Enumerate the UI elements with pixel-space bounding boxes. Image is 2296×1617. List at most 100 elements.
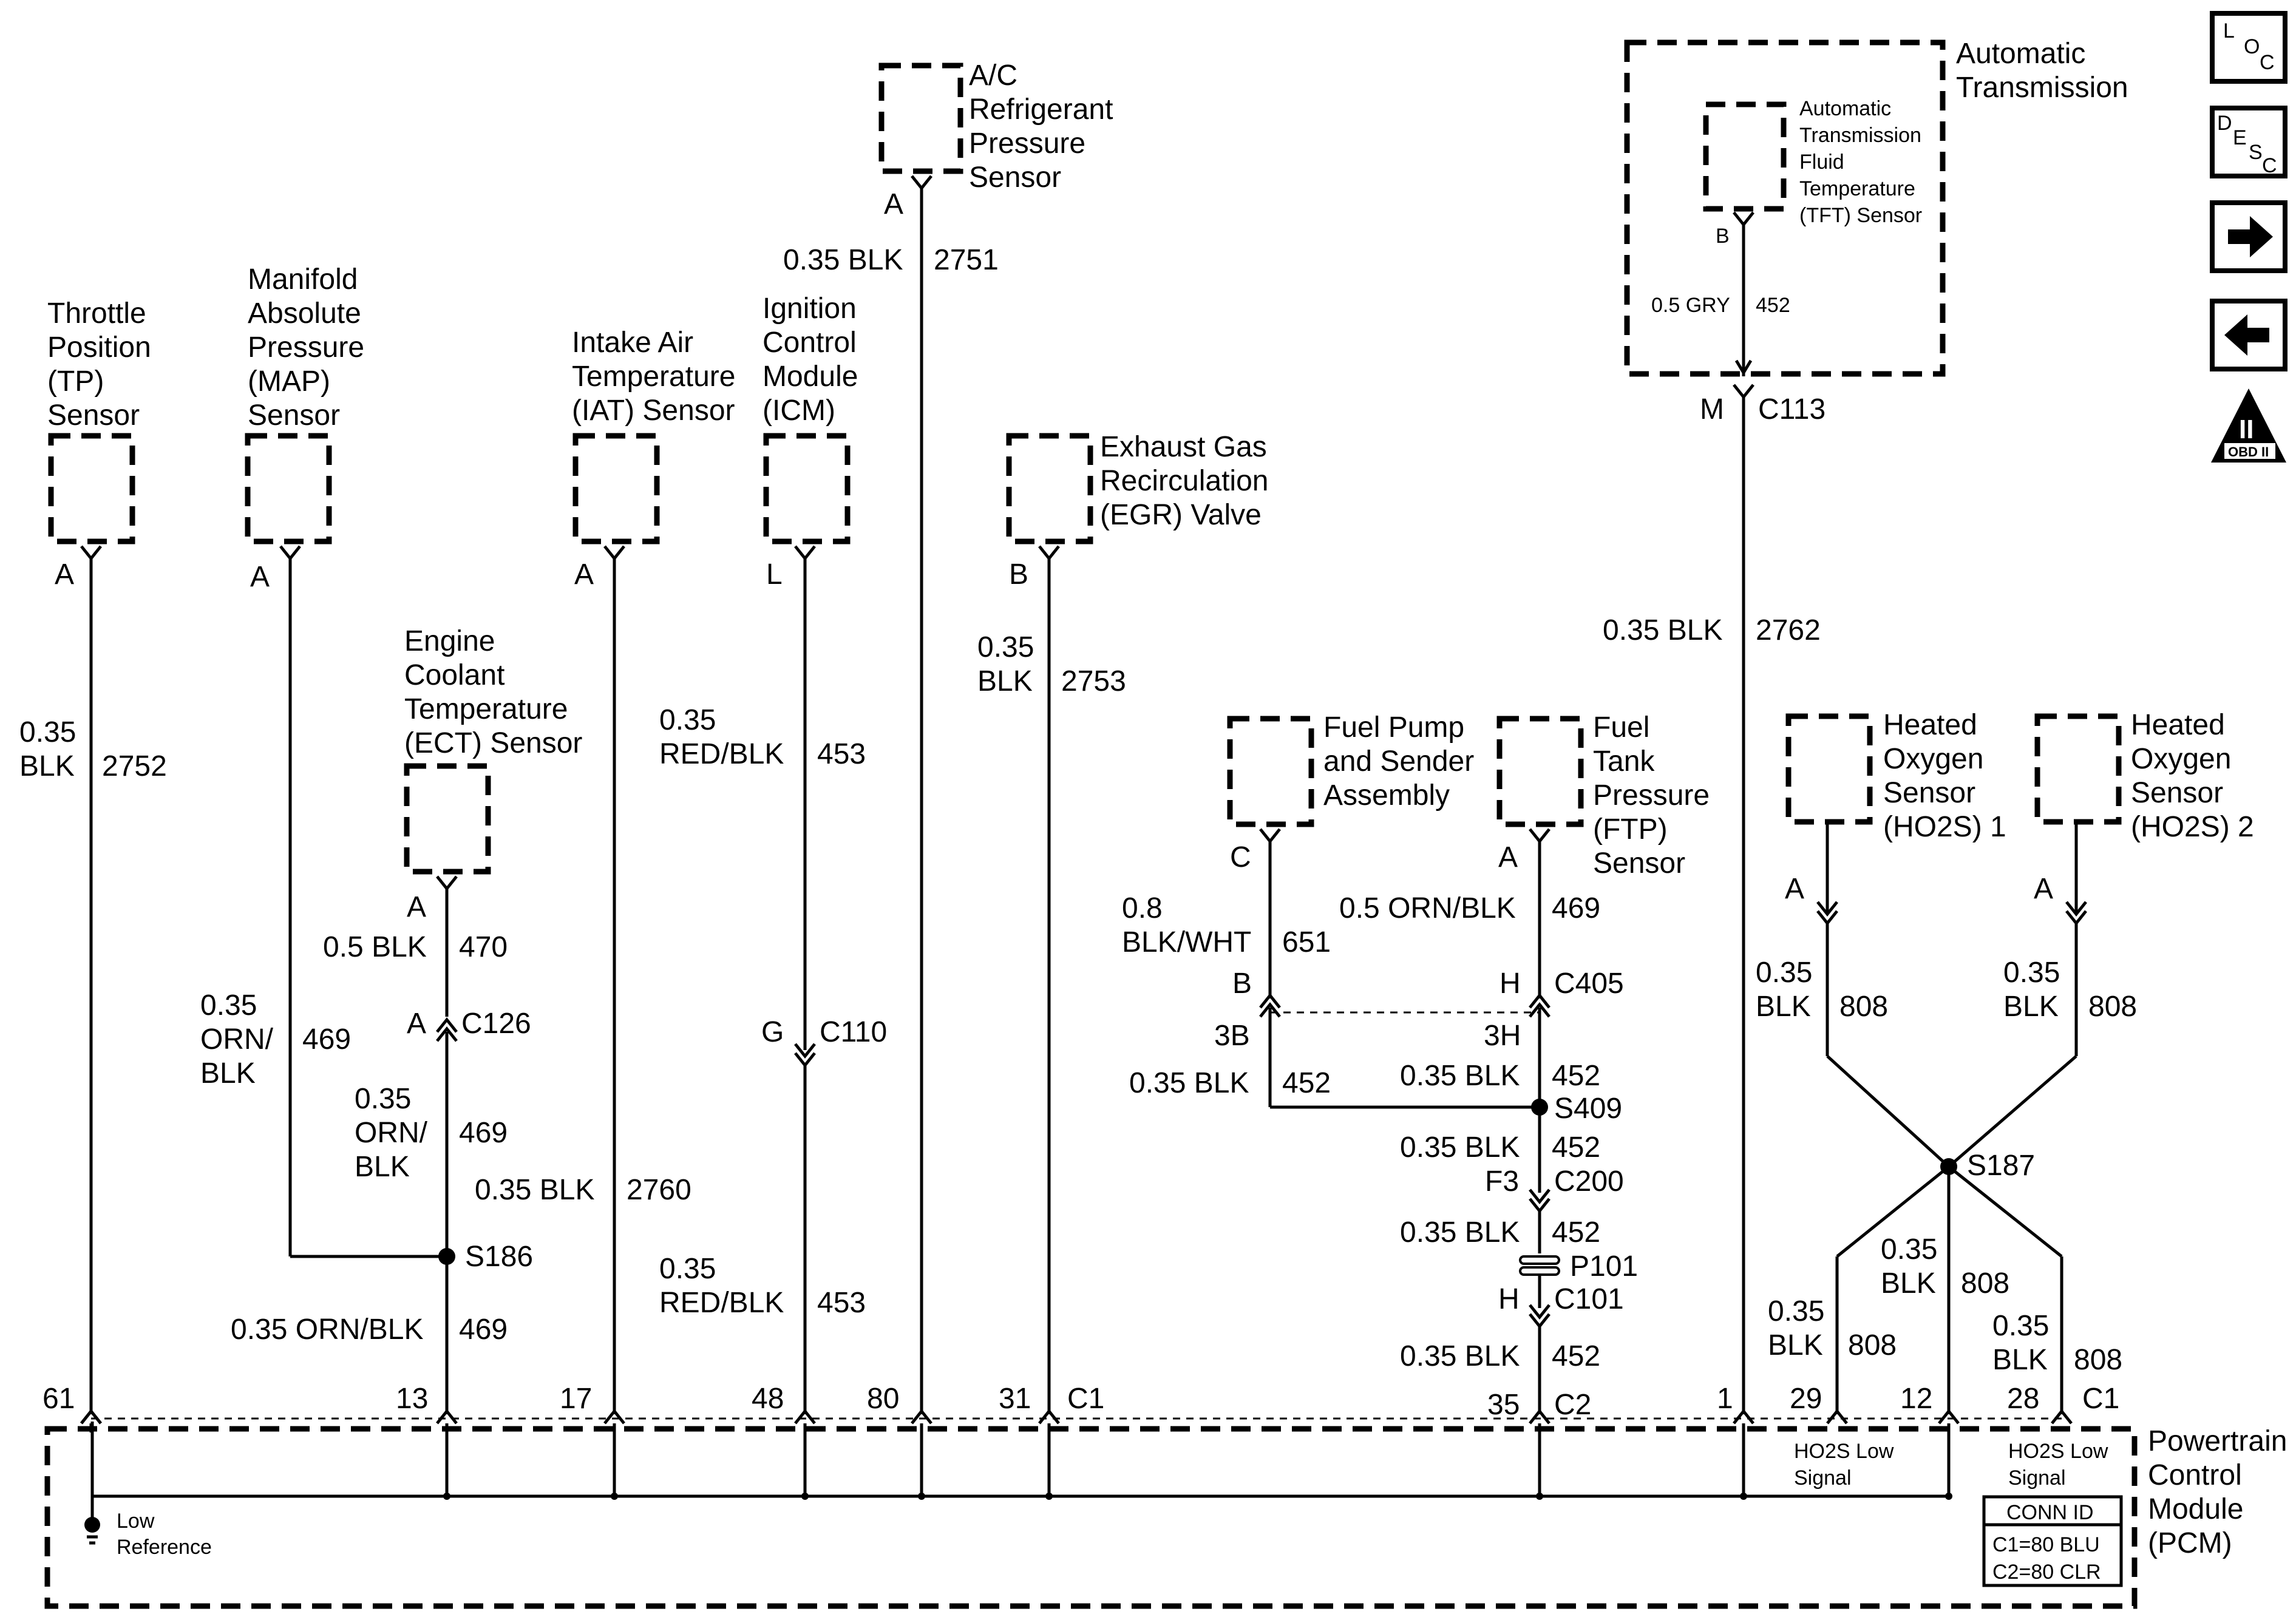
ect-wire-upper: 0.5 BLK (323, 931, 427, 963)
pcm-pin-48: 48 (752, 1383, 784, 1415)
ho2s2-box (2034, 713, 2122, 825)
ho2s1-wire-color: BLK (1756, 991, 1811, 1023)
svg-text:C: C (2262, 154, 2277, 177)
conn-id-c1: C1=80 BLU (1992, 1533, 2100, 1556)
fuel-pump-lower-wire: 0.35 BLK (1129, 1067, 1249, 1099)
map-sensor-pin: A (250, 561, 270, 593)
low-reference-label-1: Low (117, 1510, 155, 1533)
c405-3b-pin: 3B (1214, 1020, 1250, 1052)
next-arrow-icon[interactable] (2210, 200, 2288, 273)
location-icon[interactable]: L O C (2210, 11, 2288, 84)
tp-wire-size: 0.35 (19, 716, 76, 748)
ac-sensor-label-1: A/C (969, 59, 1017, 92)
ftp-wire: 0.5 ORN/BLK (1339, 892, 1516, 924)
pcm29-wire-circuit: 808 (1848, 1329, 1897, 1361)
fuel-pump-wire-color: BLK/WHT (1122, 926, 1251, 958)
pcm28-wire-size: 0.35 (1992, 1310, 2049, 1342)
iat-sensor-circuit: Intake Air Temperature (IAT) Sensor A 0.… (475, 327, 735, 1500)
ho2s2-label-4: (HO2S) 2 (2131, 811, 2254, 843)
splice-s409-dot (1531, 1099, 1548, 1116)
egr-wire-color: BLK (977, 665, 1033, 697)
c405-h-pin: H (1500, 968, 1521, 1000)
tp-sensor-label-2: Position (47, 331, 151, 364)
ho2s1-label-4: (HO2S) 1 (1883, 811, 2006, 843)
map-sensor-label-2: Absolute (248, 297, 361, 330)
tft-wire: 0.5 GRY (1651, 294, 1730, 317)
pcm12-wire-color: BLK (1881, 1267, 1936, 1300)
ac-sensor-label-4: Sensor (969, 161, 1061, 194)
conn-id-table: CONN ID C1=80 BLU C2=80 CLR (1982, 1495, 2123, 1587)
ect-mid-wire-color-2: BLK (355, 1151, 410, 1183)
ho2s2-label-1: Heated (2131, 709, 2225, 741)
ftp-wire-circuit: 469 (1552, 892, 1600, 924)
tft-sensor-box (1703, 101, 1787, 212)
connector-c1-label: C1 (1067, 1383, 1104, 1415)
ho2s2-circuit: Heated Oxygen Sensor (HO2S) 2 A 0.35 BLK… (1948, 709, 2254, 1168)
conn-id-title: CONN ID (2006, 1501, 2094, 1524)
svg-text:E: E (2233, 126, 2247, 149)
tft-sensor-label-5: (TFT) Sensor (1799, 204, 1922, 227)
iat-sensor-label-2: Temperature (572, 361, 735, 393)
fuel-pump-label-1: Fuel Pump (1323, 711, 1464, 744)
fuel-pump-wire-size: 0.8 (1122, 892, 1163, 924)
egr-valve-label-2: Recirculation (1100, 465, 1268, 497)
map-sensor-label-1: Manifold (248, 263, 358, 296)
c200-pin: F3 (1485, 1165, 1519, 1198)
fuel-pump-circuit: Fuel Pump and Sender Assembly C 0.8 BLK/… (1122, 711, 1540, 1109)
ect-mid-wire-color-1: ORN/ (355, 1117, 428, 1149)
previous-arrow-icon[interactable] (2210, 299, 2288, 371)
map-sensor-label-5: Sensor (248, 399, 340, 432)
c405-3h-pin: 3H (1484, 1020, 1521, 1052)
pcm-label-3: Module (2148, 1493, 2243, 1525)
ac-sensor-box (878, 63, 963, 174)
icm-pin: L (766, 558, 783, 591)
map-sensor-box (245, 433, 332, 544)
iat-sensor-label-1: Intake Air (572, 327, 693, 359)
c101-lower-wire-circuit: 452 (1552, 1340, 1600, 1372)
nav-icons: L O C D E S C II OBD II (2210, 11, 2288, 463)
description-icon[interactable]: D E S C (2210, 106, 2288, 178)
c113-pin: M (1700, 393, 1724, 425)
pcm-label-4: (PCM) (2148, 1527, 2232, 1559)
ftp-sensor-label-2: Tank (1593, 745, 1655, 778)
tp-wire-color: BLK (19, 750, 75, 782)
ac-wire: 0.35 BLK (783, 244, 903, 276)
pcm-pin-29: 29 (1790, 1383, 1822, 1415)
obd-ii-icon[interactable]: II OBD II (2211, 388, 2286, 463)
tft-sensor-label-4: Temperature (1799, 177, 1915, 200)
egr-valve-pin: B (1009, 558, 1028, 591)
fuel-pump-wire-circuit: 651 (1282, 926, 1331, 958)
pcm-pin-13: 13 (396, 1383, 428, 1415)
ect-sensor-circuit: Engine Coolant Temperature (ECT) Sensor … (231, 625, 582, 1500)
pcm28-wire-circuit: 808 (2074, 1344, 2122, 1376)
egr-wire-size: 0.35 (977, 631, 1034, 663)
pcm29-wire-color: BLK (1768, 1329, 1823, 1361)
svg-text:D: D (2217, 112, 2232, 135)
splice-s409-label: S409 (1554, 1093, 1622, 1125)
iat-wire-circuit: 2760 (627, 1174, 691, 1206)
icm-circuit: Ignition Control Module (ICM) L 0.35 RED… (659, 293, 887, 1500)
ho2s1-label-2: Oxygen (1883, 743, 1983, 775)
map-wire-size: 0.35 (200, 989, 257, 1022)
c405-b-pin: B (1232, 968, 1252, 1000)
connector-c2-label: C2 (1554, 1389, 1591, 1421)
ho2s1-pin: A (1785, 873, 1804, 905)
ho2s2-wire-circuit: 808 (2088, 991, 2137, 1023)
map-sensor-circuit: Manifold Absolute Pressure (MAP) Sensor … (200, 263, 447, 1258)
egr-valve-circuit: Exhaust Gas Recirculation (EGR) Valve B … (977, 431, 1268, 1500)
icm-label-1: Ignition (763, 293, 857, 325)
fuel-pump-box (1227, 716, 1314, 827)
tp-sensor-label-3: (TP) (47, 365, 104, 398)
ho2s2-wire-color: BLK (2003, 991, 2059, 1023)
s409-lower-wire-circuit: 452 (1552, 1131, 1600, 1164)
trans-wire: 0.35 BLK (1603, 614, 1722, 646)
ho2s1-wire-circuit: 808 (1839, 991, 1888, 1023)
fuel-pump-pin: C (1230, 841, 1251, 873)
p101-pass-through (1519, 1255, 1560, 1276)
svg-text:L: L (2223, 19, 2235, 42)
ho2s2-wire-size: 0.35 (2003, 957, 2060, 989)
ho2s1-wire-size: 0.35 (1756, 957, 1812, 989)
tft-sensor-label-2: Transmission (1799, 124, 1921, 147)
pcm-pin-28: 28 (2007, 1383, 2039, 1415)
icm-label-4: (ICM) (763, 395, 835, 427)
